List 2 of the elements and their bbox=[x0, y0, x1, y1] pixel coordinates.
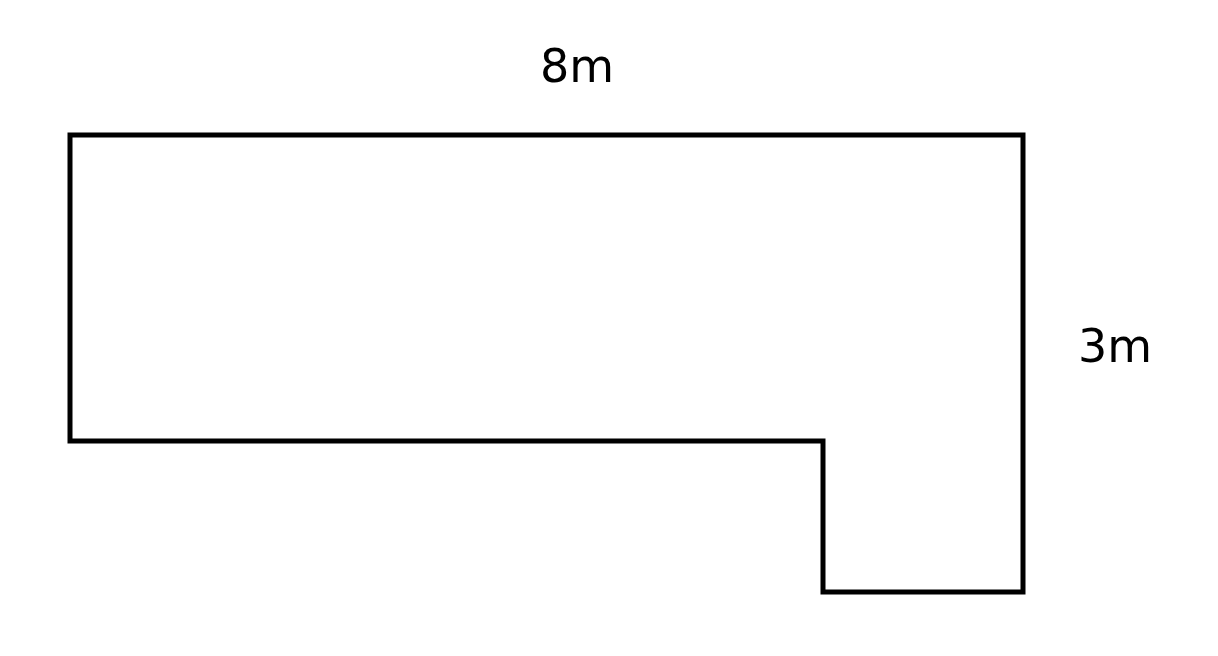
dimension-label: 3m bbox=[1078, 323, 1153, 369]
dimension-label: 8m bbox=[540, 43, 615, 89]
